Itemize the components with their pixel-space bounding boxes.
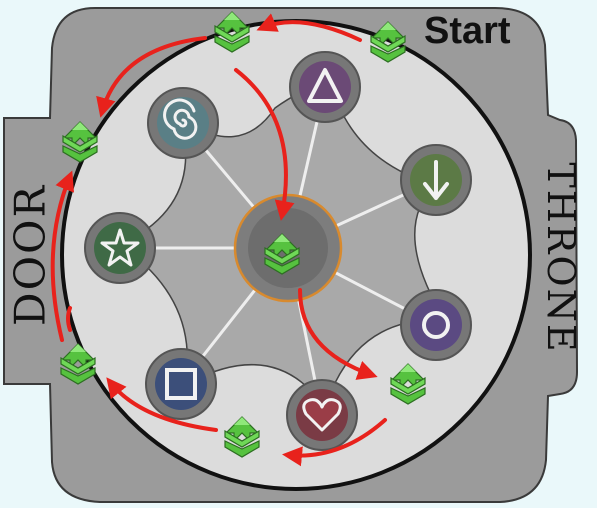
rune-arrow-down[interactable] — [400, 144, 472, 216]
door-label: DOOR — [5, 183, 55, 327]
square-icon — [165, 368, 197, 400]
rune-heart[interactable] — [286, 379, 358, 451]
circle-icon — [422, 311, 450, 339]
rune-spiral[interactable] — [147, 87, 219, 159]
heart-icon — [302, 398, 342, 432]
throne-label: THRONE — [539, 162, 583, 354]
path-arrows — [50, 13, 387, 467]
rune-triangle[interactable] — [289, 51, 361, 123]
arrow-down-icon — [423, 160, 449, 200]
start-label: Start — [424, 10, 511, 52]
triangle-icon — [307, 68, 343, 103]
rune-star[interactable] — [84, 212, 156, 284]
rune-circle[interactable] — [400, 289, 472, 361]
rune-square[interactable] — [145, 348, 217, 420]
spiral-icon — [163, 98, 198, 140]
star-icon — [100, 228, 140, 267]
